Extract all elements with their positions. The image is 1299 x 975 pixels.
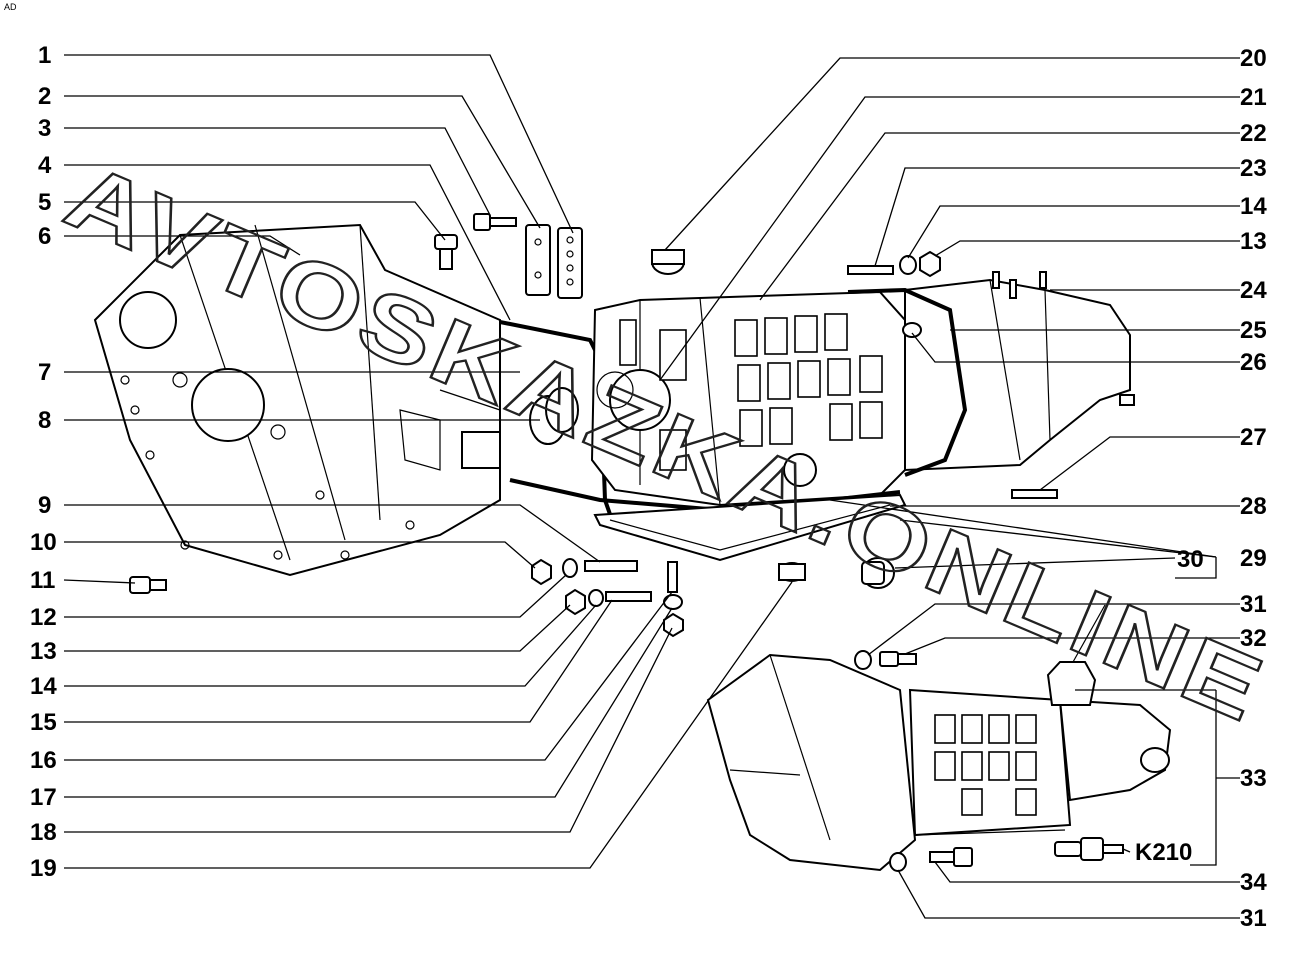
callout-k210: K210 <box>1135 839 1192 866</box>
washer-17 <box>663 594 683 610</box>
washer-14-bottom <box>588 589 604 607</box>
stud-15 <box>605 591 652 602</box>
callout-28: 28 <box>1240 493 1267 520</box>
callout-24: 24 <box>1240 277 1267 304</box>
callout-33: 33 <box>1240 765 1267 792</box>
plug-30 <box>861 557 895 589</box>
callout-34: 34 <box>1240 869 1267 896</box>
oil-pan-gasket-29 <box>509 478 907 562</box>
callout-14-right: 14 <box>1240 193 1267 220</box>
callout-18: 18 <box>30 819 57 846</box>
callout-23: 23 <box>1240 155 1267 182</box>
plate-2 <box>525 224 551 296</box>
callout-31-bottom: 31 <box>1240 905 1267 932</box>
callout-21: 21 <box>1240 84 1267 111</box>
callout-25: 25 <box>1240 317 1267 344</box>
callout-29: 29 <box>1240 545 1267 572</box>
callout-19: 19 <box>30 855 57 882</box>
callout-30: 30 <box>1177 546 1204 573</box>
callouts-left: 1 2 3 4 5 6 7 8 9 10 11 12 13 14 15 16 1… <box>30 42 57 882</box>
plug-19 <box>778 562 806 582</box>
callout-32: 32 <box>1240 625 1267 652</box>
plug-20 <box>651 249 685 275</box>
stud-27 <box>1011 489 1058 499</box>
callout-13: 13 <box>30 638 57 665</box>
callout-9: 9 <box>38 492 51 519</box>
callout-7: 7 <box>38 359 51 386</box>
callout-4: 4 <box>38 152 52 179</box>
rear-cover-24 <box>847 271 1135 477</box>
callout-17: 17 <box>30 784 57 811</box>
callout-2: 2 <box>38 83 51 110</box>
callout-16: 16 <box>30 747 57 774</box>
oil-seal-8 <box>529 387 579 445</box>
callout-11: 11 <box>30 567 55 594</box>
callout-8: 8 <box>38 407 51 434</box>
callout-14: 14 <box>30 673 57 700</box>
callout-12: 12 <box>30 604 57 631</box>
washer-12 <box>562 558 578 578</box>
stud-16 <box>667 561 678 593</box>
stud-23 <box>847 265 894 275</box>
corner-mark: AD <box>4 2 17 12</box>
washer-14-top <box>899 255 917 275</box>
stud-9 <box>584 560 638 572</box>
callout-31-top: 31 <box>1240 591 1267 618</box>
bolt-3 <box>473 213 517 231</box>
callout-13-right: 13 <box>1240 228 1267 255</box>
washer-31-top <box>854 650 872 670</box>
callout-10: 10 <box>30 529 57 556</box>
sensor-k210 <box>1054 837 1124 861</box>
gearbox-case-22 <box>590 290 906 507</box>
callout-15: 15 <box>30 709 57 736</box>
callout-6: 6 <box>38 223 51 250</box>
callout-1: 1 <box>38 42 51 69</box>
bolt-11 <box>129 576 167 594</box>
gearbox-assembly-33 <box>706 604 1172 872</box>
callout-5: 5 <box>38 189 51 216</box>
oil-plug-5 <box>434 234 458 270</box>
callout-22: 22 <box>1240 120 1267 147</box>
leader-lines <box>63 54 1240 919</box>
nut-10 <box>531 558 552 586</box>
nut-18 <box>663 612 684 638</box>
callout-27: 27 <box>1240 424 1267 451</box>
nut-13-bottom <box>565 588 586 616</box>
callout-3: 3 <box>38 115 51 142</box>
bolt-32 <box>879 651 917 667</box>
washer-31-bottom <box>889 852 907 872</box>
callout-20: 20 <box>1240 45 1267 72</box>
callouts-right: 20 21 22 23 14 13 24 25 26 27 28 29 30 3… <box>1135 45 1267 932</box>
plate-1 <box>557 227 583 299</box>
bolt-34 <box>929 847 973 867</box>
nut-13-top <box>919 250 941 278</box>
callout-26: 26 <box>1240 349 1267 376</box>
